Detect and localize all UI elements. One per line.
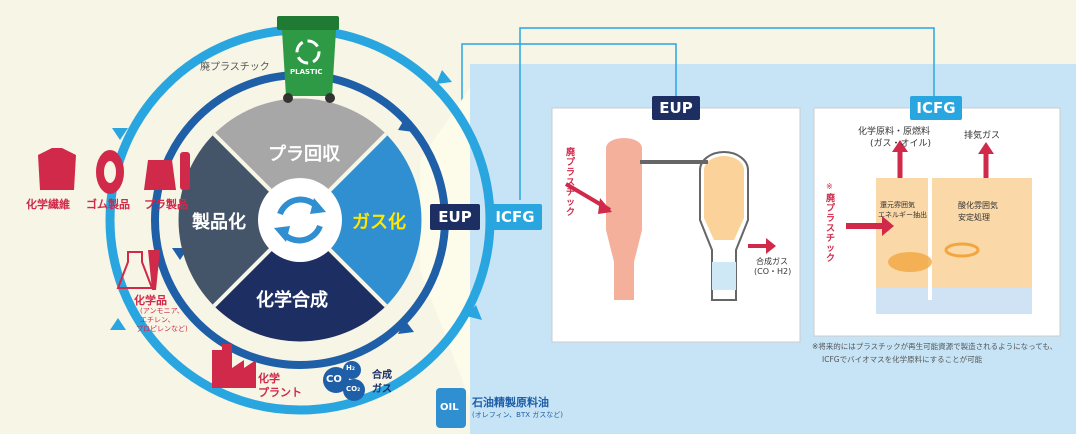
- segment-collect: [214, 98, 386, 220]
- plastic-products-label: プラ製品: [144, 198, 188, 211]
- icfg-tag: ICFG: [488, 204, 542, 230]
- segment-product-label: 製品化: [192, 212, 246, 233]
- chemicals-detail-2: エチレン、: [140, 316, 175, 324]
- eup-illustration: [551, 107, 801, 343]
- icfg-exhaust-label: 排気ガス: [964, 131, 1001, 141]
- chemicals-detail-3: プロピレンなど): [136, 325, 188, 333]
- icfg-connector: [519, 27, 935, 200]
- syngas-label-1: 合成: [372, 370, 392, 381]
- eup-gas-label-2: (CO・H2): [754, 267, 792, 276]
- icfg-reduce-label-1: 還元雰囲気: [880, 201, 915, 209]
- flask-icon: [116, 250, 160, 290]
- factory-icon: [212, 344, 256, 388]
- icfg-illustration: [813, 107, 1061, 337]
- shirt-icon: [38, 148, 76, 190]
- icfg-feed-label-2: (ガス・オイル): [870, 139, 932, 149]
- chemicals-title: 化学品: [134, 294, 167, 307]
- oil-badge: OIL: [440, 402, 459, 413]
- footnote-line-2: ICFGでバイオマスを化学原料にすることが可能: [822, 355, 983, 364]
- icfg-oxidize-label-2: 安定処理: [958, 213, 990, 222]
- recycle-center: [258, 178, 342, 262]
- chemical-fiber-label: 化学繊維: [26, 198, 70, 211]
- waste-plastic-label: 廃プラスチック: [200, 62, 270, 73]
- eup-tag: EUP: [430, 204, 480, 230]
- oil-detail: (オレフィン、BTX ガスなど): [472, 411, 564, 419]
- plant-label-2: プラント: [258, 386, 302, 399]
- icfg-oxidize-label-1: 酸化雰囲気: [958, 201, 998, 210]
- icfg-reduce-label-2: エネルギー抽出: [878, 211, 927, 219]
- icfg-panel-title: ICFG: [910, 96, 962, 120]
- eup-waste-label: 廃プラスチック: [566, 148, 576, 218]
- recycle-bin-icon: [277, 16, 339, 103]
- chemicals-detail-1: (アンモニア、: [140, 307, 184, 315]
- segment-collect-label: プラ回収: [268, 144, 340, 165]
- co2-label: CO₂: [346, 385, 361, 393]
- footnote-line-1: ※将来的にはプラスチックが再生可能資源で製造されるようになっても、: [812, 342, 1058, 351]
- segment-product: [178, 134, 300, 306]
- plastic-bag-icon: [144, 152, 190, 190]
- syngas-label-2: ガス: [372, 384, 392, 395]
- icfg-waste-label: 廃プラスチック: [826, 194, 836, 264]
- eup-gas-label-1: 合成ガス: [756, 257, 788, 266]
- bin-label: PLASTIC: [290, 68, 323, 76]
- plant-label-1: 化学: [258, 372, 280, 385]
- segment-gasify-label: ガス化: [352, 212, 406, 233]
- tire-icon: [96, 150, 124, 194]
- co-label: CO: [326, 374, 342, 385]
- segment-gasify: [300, 134, 422, 306]
- rubber-products-label: ゴム製品: [86, 198, 130, 211]
- icfg-feed-label-1: 化学原料・原燃料: [858, 127, 931, 137]
- oil-title: 石油精製原料油: [472, 396, 549, 409]
- icfg-waste-mark: ※: [826, 182, 833, 191]
- segment-synthesis-label: 化学合成: [256, 290, 328, 311]
- h2-label: H₂: [346, 364, 355, 372]
- segment-synthesis: [214, 220, 386, 342]
- eup-panel-title: EUP: [652, 96, 700, 120]
- syngas-molecules-icon: [323, 361, 365, 401]
- oil-drum-icon: [436, 388, 466, 428]
